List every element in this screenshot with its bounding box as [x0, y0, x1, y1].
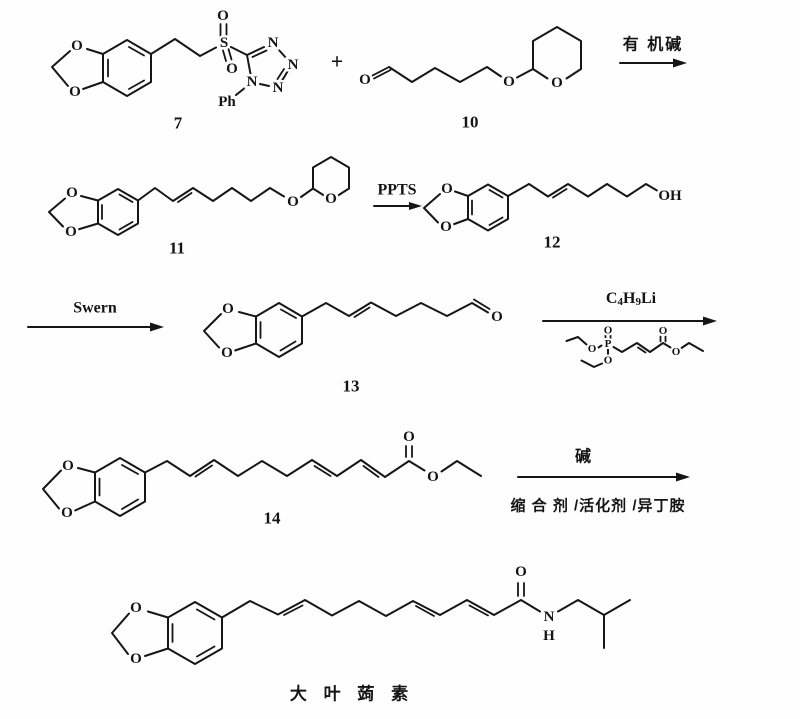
- atom-label-o: O: [325, 191, 337, 207]
- atom-label-o: O: [359, 72, 371, 88]
- compound-11: O O O O 11: [48, 156, 350, 258]
- double-bond-lines: [259, 298, 491, 352]
- atom-label-n: N: [288, 57, 299, 73]
- atom-label-o: O: [659, 325, 668, 337]
- atom-label-o: O: [62, 458, 74, 474]
- atom-label-n: N: [247, 74, 258, 90]
- skeleton-bonds: [48, 156, 350, 236]
- atom-label-o: O: [71, 38, 83, 54]
- double-bond-lines: [371, 66, 392, 80]
- atom-label-o: O: [672, 346, 681, 358]
- arrow-step5: 碱 缩 合 剂 /活化剂 /异丁胺: [510, 448, 690, 515]
- atom-label-o: O: [222, 301, 234, 317]
- skeleton-bonds: [423, 183, 658, 232]
- atom-label-n: N: [268, 35, 279, 51]
- atom-label-ph: Ph: [218, 94, 236, 110]
- skeleton-bonds: [42, 457, 482, 517]
- arrow-step3-swern: Swern: [27, 300, 164, 332]
- compound-10: O O O 10: [357, 26, 582, 132]
- atom-label-o: O: [221, 345, 233, 361]
- atom-label-o: O: [69, 84, 81, 100]
- skeleton-bonds: [111, 599, 631, 665]
- atom-label-o: O: [66, 185, 78, 201]
- compound-13-number: 13: [343, 377, 360, 396]
- arrow-step4-c4h9li: C4H9Li O P O O O O: [542, 290, 717, 369]
- atom-label-o: O: [440, 219, 452, 235]
- atom-label-o: O: [61, 505, 73, 521]
- plus-operator: +: [331, 49, 344, 74]
- atom-label-o: O: [287, 194, 299, 210]
- arrow-step1: 有 机碱: [619, 35, 687, 68]
- arrow-head-icon: [673, 58, 687, 68]
- arrow-head-icon: [676, 472, 690, 482]
- atom-label-o: O: [503, 74, 515, 90]
- arrow-head-icon: [150, 322, 164, 332]
- atom-label-n: N: [544, 609, 555, 625]
- atom-label-h: H: [543, 628, 555, 644]
- atom-label-o: O: [491, 309, 503, 325]
- atom-label-o: O: [226, 61, 238, 77]
- atom-label-o: O: [403, 429, 415, 445]
- double-bond-lines: [171, 582, 525, 658]
- reagent-ppts: PPTS: [377, 182, 416, 199]
- reagent-swern: Swern: [73, 300, 117, 317]
- atom-label-o: O: [65, 224, 77, 240]
- double-bond-lines: [604, 334, 667, 354]
- compound-11-number: 11: [169, 239, 185, 258]
- atom-label-o: O: [551, 75, 563, 91]
- skeleton-bonds: [388, 26, 582, 83]
- compound-7: O O S O O N N N N Ph 7: [51, 6, 301, 133]
- compound-14-number: 14: [264, 509, 282, 528]
- atom-label-o: O: [217, 8, 229, 24]
- arrow-step2-ppts: PPTS: [373, 182, 422, 210]
- arrow-head-icon: [703, 316, 717, 326]
- atom-label-o: O: [588, 343, 597, 355]
- atom-label-s: S: [220, 35, 228, 51]
- atom-label-oh: OH: [658, 188, 682, 204]
- atom-label-o: O: [604, 325, 613, 337]
- compound-7-number: 7: [174, 114, 183, 133]
- reagent-base: 碱: [575, 448, 593, 466]
- skeleton-bonds: [51, 38, 289, 97]
- atom-label-o: O: [130, 651, 142, 667]
- atom-label-o: O: [441, 181, 453, 197]
- atom-label-o: O: [604, 355, 613, 367]
- atom-label-p: P: [605, 338, 612, 350]
- compound-14: O O O O 14: [42, 427, 482, 528]
- skeleton-bonds: [203, 301, 489, 358]
- final-product-name: 大 叶 蒟 素: [290, 684, 414, 704]
- compound-10-number: 10: [462, 113, 479, 132]
- phosphonate-reagent: O P O O O O: [565, 323, 704, 369]
- compound-13: O O O 13: [203, 298, 505, 396]
- atom-label-o: O: [130, 600, 142, 616]
- double-bond-lines: [471, 188, 568, 226]
- compound-12: O O OH 12: [423, 179, 684, 252]
- double-bond-lines: [98, 445, 413, 510]
- compound-12-number: 12: [544, 233, 561, 252]
- double-bond-lines: [101, 192, 193, 231]
- atom-label-o: O: [427, 469, 439, 485]
- reagent-butyllithium: C4H9Li: [606, 290, 657, 309]
- arrow-head-icon: [409, 202, 422, 210]
- atom-label-n: N: [273, 80, 284, 96]
- atom-label-o: O: [515, 564, 527, 580]
- final-product: O O O N H 大 叶 蒟 素: [111, 562, 631, 704]
- reagent-organic-base: 有 机碱: [623, 35, 683, 54]
- reagent-conditions: 缩 合 剂 /活化剂 /异丁胺: [510, 497, 685, 515]
- skeleton-bonds: [565, 336, 704, 368]
- double-bond-lines: [107, 23, 285, 90]
